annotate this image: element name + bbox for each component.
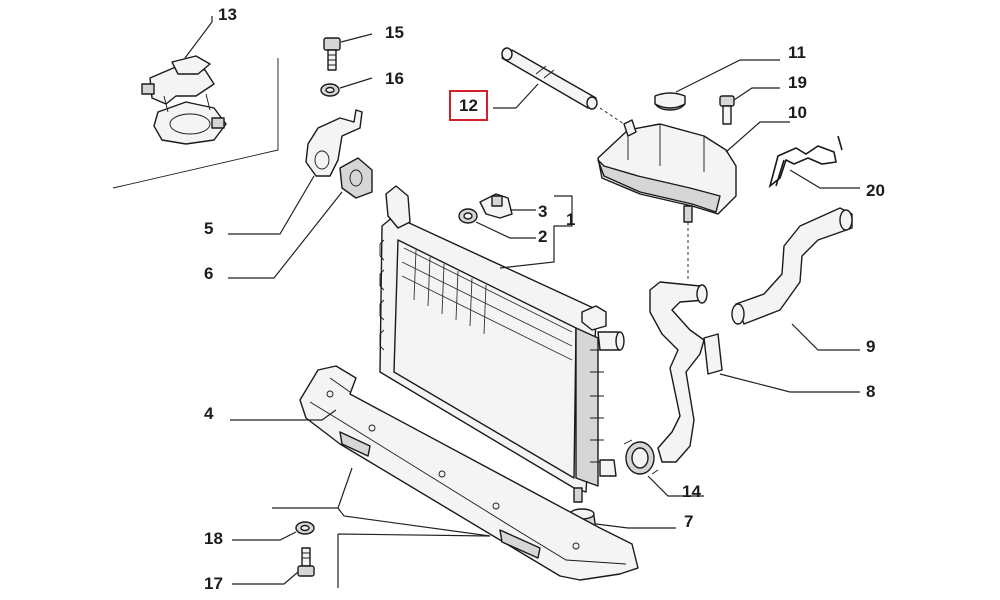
part-10-expansion-tank xyxy=(597,119,737,223)
part-5-bracket xyxy=(305,109,363,177)
callout-9: 9 xyxy=(866,337,876,356)
part-12-hose xyxy=(501,47,598,110)
callout-2: 2 xyxy=(538,227,548,246)
callout-5: 5 xyxy=(204,219,214,238)
part-4-crossmember xyxy=(299,365,639,581)
callout-8: 8 xyxy=(866,382,876,401)
part-9-hose xyxy=(731,207,853,325)
part-14-clamp xyxy=(623,439,659,475)
part-8-hose xyxy=(649,281,723,463)
callout-1: 1 xyxy=(566,210,576,229)
callout-3: 3 xyxy=(538,202,548,221)
callout-20: 20 xyxy=(866,181,885,200)
callout-6: 6 xyxy=(204,264,214,283)
part-17-bolt xyxy=(297,547,315,577)
part-15-bolt xyxy=(323,37,341,71)
callout-7: 7 xyxy=(684,512,694,531)
callout-13: 13 xyxy=(218,5,237,24)
part-19-screw xyxy=(719,95,735,125)
part-3-sensor xyxy=(479,193,513,219)
part-18-nut xyxy=(295,521,315,535)
callout-17: 17 xyxy=(204,574,223,593)
part-11-cap xyxy=(654,92,686,111)
callout-16: 16 xyxy=(385,69,404,88)
callout-10: 10 xyxy=(788,103,807,122)
callout-18: 18 xyxy=(204,529,223,548)
callout-12-highlighted: 12 xyxy=(449,90,488,121)
part-16-washer xyxy=(320,83,340,97)
part-1-radiator xyxy=(379,185,625,503)
callout-15: 15 xyxy=(385,23,404,42)
part-13-clip xyxy=(141,55,227,145)
part-20-clip xyxy=(768,135,843,189)
callout-19: 19 xyxy=(788,73,807,92)
part-2-washer xyxy=(458,208,478,224)
part-6-mount xyxy=(339,157,373,199)
callout-11: 11 xyxy=(788,43,806,62)
callout-4: 4 xyxy=(204,404,214,423)
callout-14: 14 xyxy=(682,482,701,501)
